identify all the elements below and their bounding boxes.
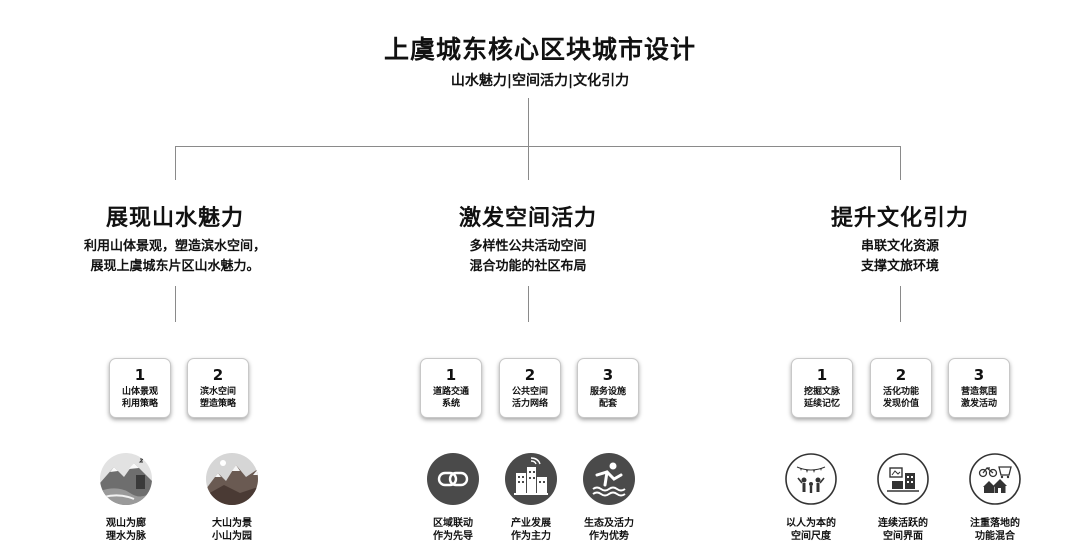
connector-root-vertical [528, 98, 529, 146]
card-number: 1 [134, 366, 146, 384]
connector-right-lower [900, 286, 901, 322]
card-label: 服务设施配套 [589, 387, 626, 409]
strategy-card: 1 挖掘文脉延续记忆 [791, 358, 853, 418]
strategy-card: 3 服务设施配套 [577, 358, 639, 418]
icon-label: 大山为景小山为园 [212, 518, 252, 542]
diagram-subtitle: 山水魅力|空间活力|文化引力 [450, 73, 630, 89]
card-number: 1 [445, 366, 457, 384]
desc-line: 串联文化资源 [860, 239, 939, 254]
card-label: 公共空间活力网络 [511, 387, 548, 409]
industry-building-icon [505, 453, 557, 505]
card-label: 山体景观利用策略 [121, 387, 158, 409]
strategy-card: 1 山体景观利用策略 [109, 358, 171, 418]
strategy-card: 1 道路交通系统 [420, 358, 482, 418]
strategy-card: 2 公共空间活力网络 [499, 358, 561, 418]
continuous-street-icon [877, 453, 929, 505]
icon-label: 产业发展作为主力 [511, 518, 551, 542]
icon-label: 生态及活力作为优势 [584, 518, 634, 542]
column-title-culture: 提升文化引力 [830, 206, 969, 231]
mountain-garden-icon [206, 453, 258, 505]
card-number: 3 [973, 366, 985, 384]
connector-left-lower [175, 286, 176, 322]
strategy-card: 3 营造氛围激发活动 [948, 358, 1010, 418]
people-celebration-icon [785, 453, 837, 505]
mixed-function-icon [969, 453, 1021, 505]
card-number: 2 [524, 366, 536, 384]
diagram-title: 上虞城东核心区块城市设计 [383, 35, 696, 64]
column-title-vitality: 激发空间活力 [458, 206, 597, 231]
card-label: 挖掘文脉延续记忆 [803, 387, 840, 409]
card-label: 活化功能发现价值 [882, 387, 919, 409]
activity-swimmer-icon [583, 453, 635, 505]
connector-right-drop [900, 146, 901, 180]
icon-label: 观山为廊理水为脉 [106, 518, 146, 542]
desc-line: 展现上虞城东片区山水魅力。 [90, 259, 260, 274]
desc-line: 混合功能的社区布局 [469, 259, 587, 274]
column-desc-culture: 串联文化资源 支撑文旅环境 [740, 237, 1060, 277]
column-desc-vitality: 多样性公共活动空间 混合功能的社区布局 [368, 237, 688, 277]
connector-middle-lower [528, 286, 529, 322]
card-number: 3 [602, 366, 614, 384]
card-label: 营造氛围激发活动 [960, 387, 997, 409]
column-title-landscape: 展现山水魅力 [105, 206, 244, 231]
desc-line: 支撑文旅环境 [860, 259, 939, 274]
strategy-card: 2 滨水空间塑造策略 [187, 358, 249, 418]
mountain-river-landscape-icon [100, 453, 152, 505]
connector-horizontal [175, 146, 901, 147]
icon-label: 区域联动作为先导 [433, 518, 473, 542]
connector-middle-drop [528, 146, 529, 180]
card-label: 滨水空间塑造策略 [199, 387, 236, 409]
icon-label: 以人为本的空间尺度 [786, 518, 836, 542]
column-desc-landscape: 利用山体景观，塑造滨水空间， 展现上虞城东片区山水魅力。 [15, 237, 335, 277]
card-label: 道路交通系统 [432, 387, 469, 409]
icon-label: 连续活跃的空间界面 [878, 518, 928, 542]
card-number: 2 [895, 366, 907, 384]
card-number: 1 [816, 366, 828, 384]
icon-label: 注重落地的功能混合 [970, 518, 1020, 542]
link-icon [427, 453, 479, 505]
connector-left-drop [175, 146, 176, 180]
desc-line: 利用山体景观，塑造滨水空间， [83, 239, 266, 254]
card-number: 2 [212, 366, 224, 384]
desc-line: 多样性公共活动空间 [469, 239, 587, 254]
strategy-card: 2 活化功能发现价值 [870, 358, 932, 418]
